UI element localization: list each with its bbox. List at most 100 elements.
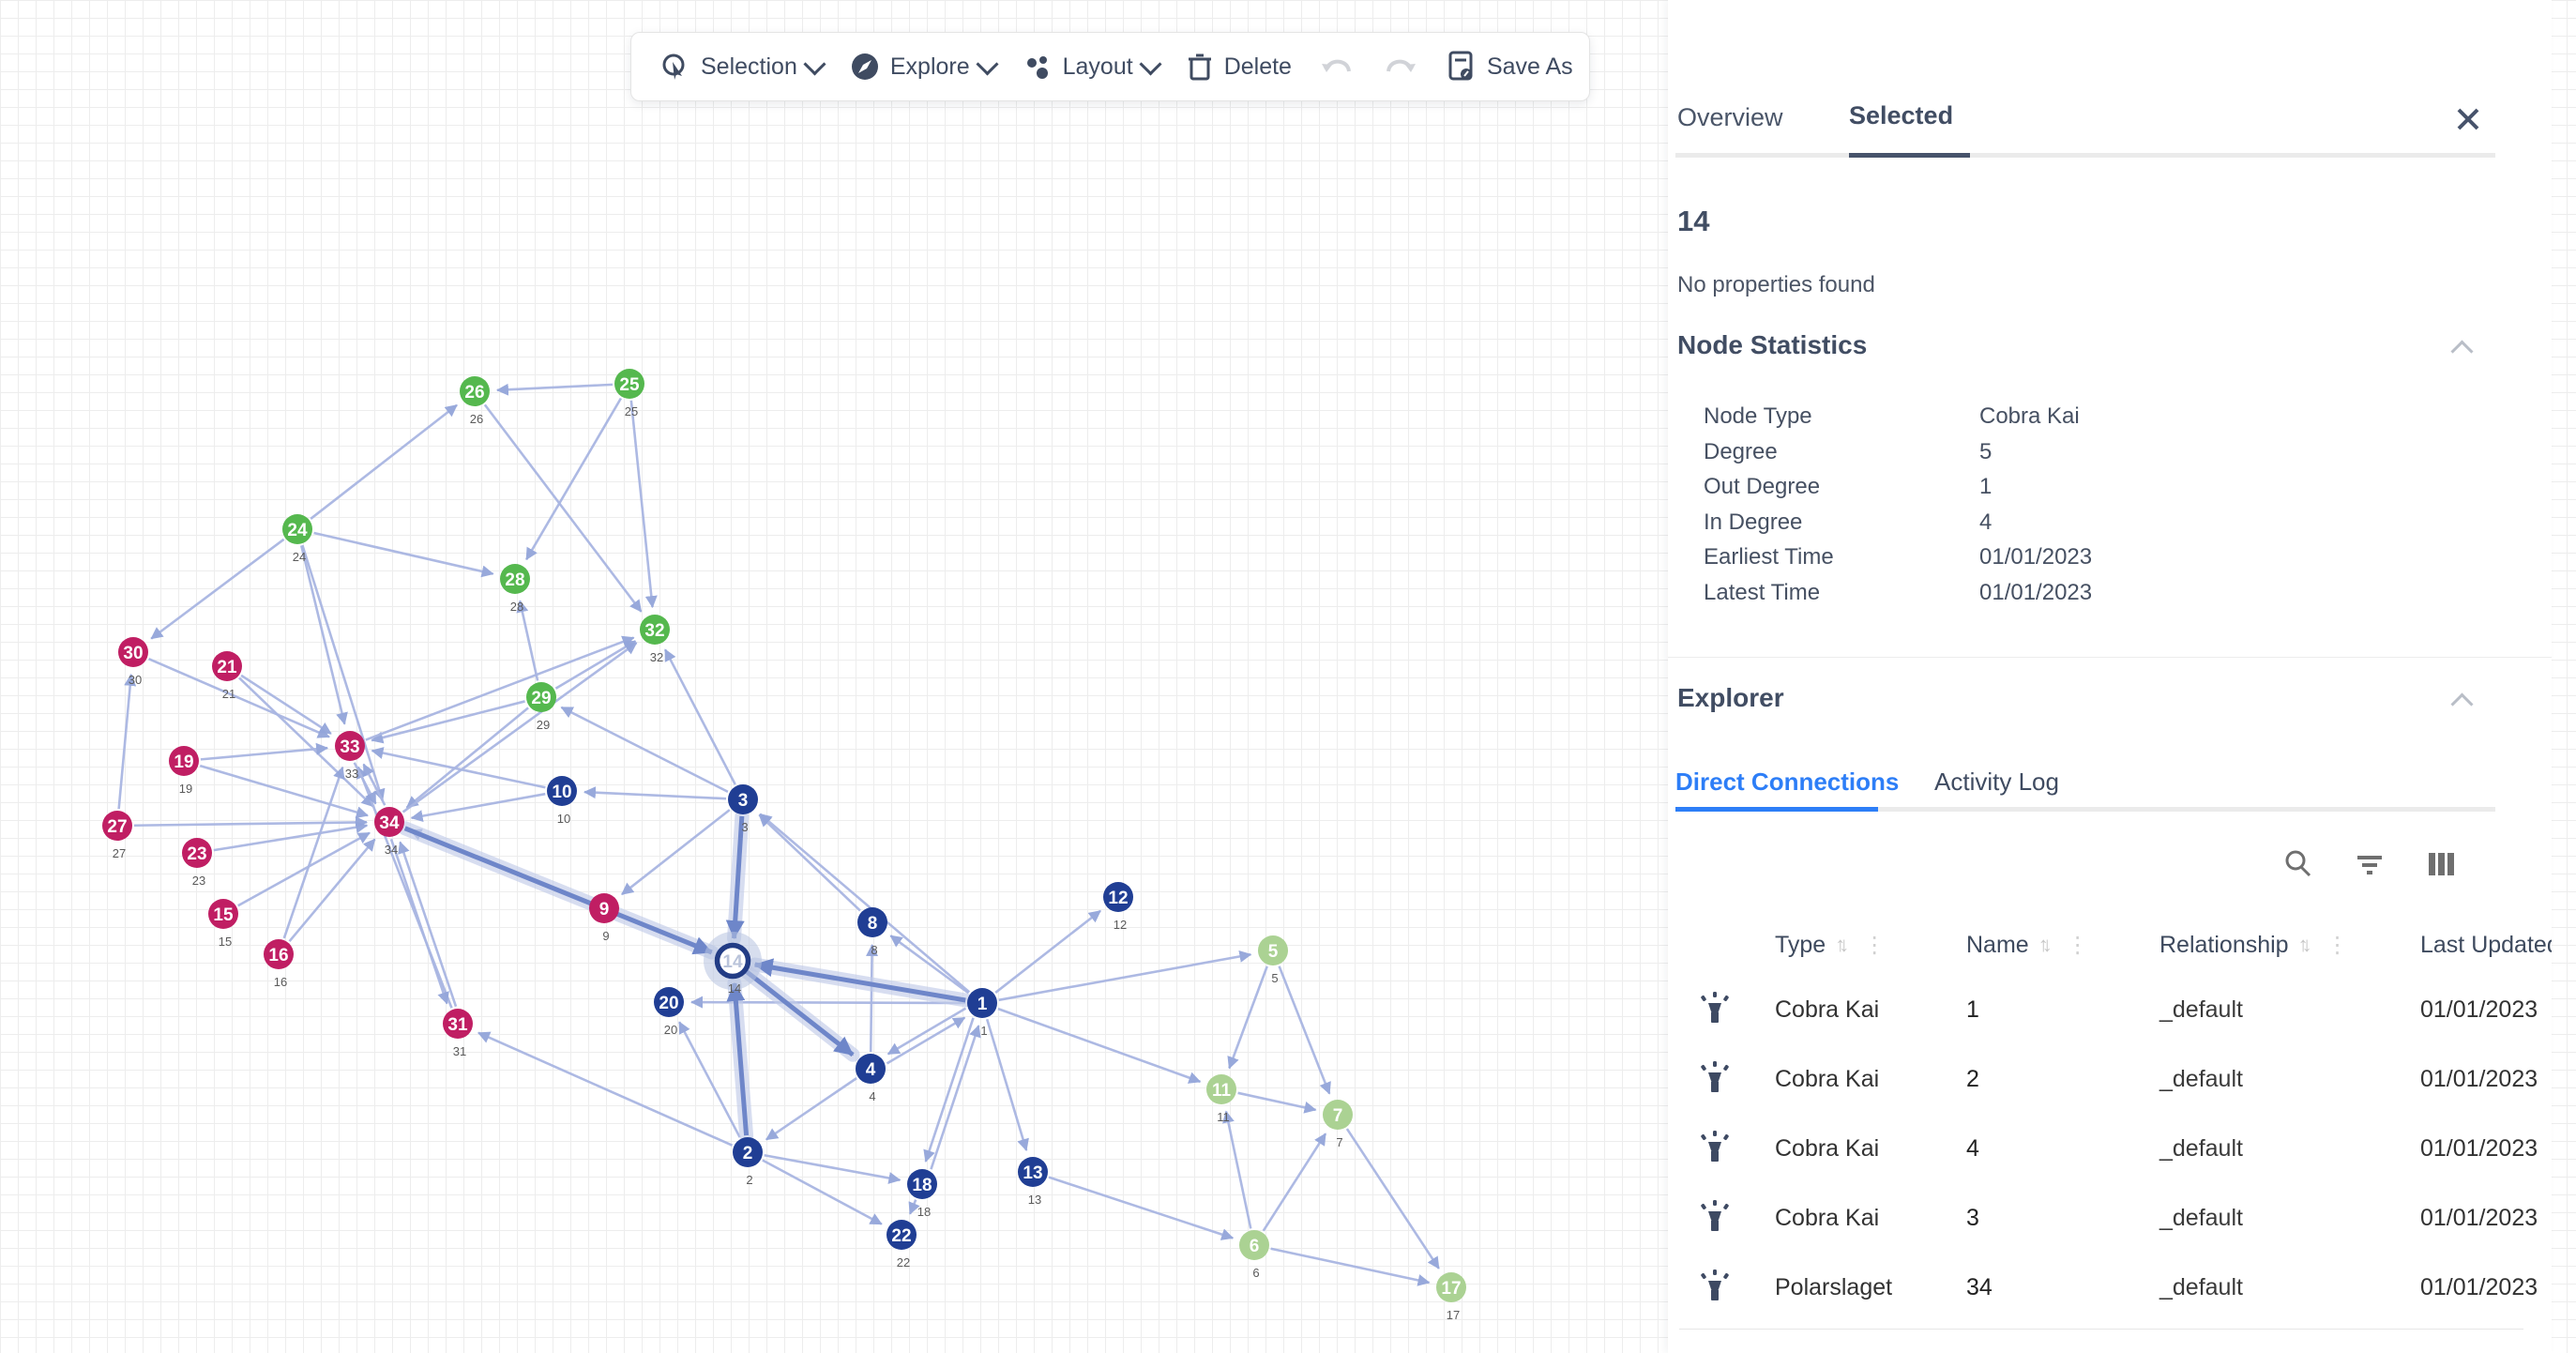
- redo-icon[interactable]: [1382, 51, 1419, 83]
- graph-node-5[interactable]: 55: [1258, 935, 1288, 985]
- table-header-last-updated[interactable]: Last Updated: [2420, 931, 2552, 958]
- table-row[interactable]: Cobra Kai 4 _default 01/01/2023: [1696, 1114, 2552, 1183]
- node-sublabel: 4: [869, 1089, 875, 1103]
- svg-text:18: 18: [912, 1176, 932, 1195]
- tab-selected[interactable]: Selected: [1849, 101, 1954, 129]
- graph-edge: [1227, 965, 1268, 1070]
- cell-last-updated: 01/01/2023: [2420, 1273, 2538, 1300]
- graph-edge: [353, 762, 377, 805]
- stat-value: 4: [1979, 509, 1993, 535]
- stat-label: Out Degree: [1704, 474, 1821, 499]
- graph-node-6[interactable]: 66: [1239, 1230, 1269, 1280]
- cell-relationship: _default: [2159, 1134, 2243, 1162]
- graph-edge: [1237, 1091, 1317, 1114]
- graph-edge: [1048, 1176, 1235, 1240]
- node-sublabel: 13: [1028, 1193, 1041, 1207]
- save-as-button[interactable]: Save As: [1446, 50, 1573, 84]
- graph-edge: [240, 674, 332, 736]
- node-sublabel: 30: [129, 673, 142, 687]
- column-menu-icon[interactable]: ⋮: [1863, 932, 1887, 958]
- sort-icon[interactable]: ↑↓: [2297, 933, 2312, 956]
- table-header-relationship[interactable]: Relationship↑↓⋮: [2159, 931, 2349, 958]
- tab-activity-log[interactable]: Activity Log: [1934, 768, 2059, 796]
- svg-text:32: 32: [644, 621, 664, 641]
- tab-direct-connections[interactable]: Direct Connections: [1675, 768, 1900, 796]
- explore-tool-button[interactable]: Explore: [849, 51, 999, 83]
- graph-node-3[interactable]: 33: [728, 784, 758, 834]
- graph-edge: [629, 400, 658, 609]
- layout-tool-button[interactable]: Layout: [1022, 51, 1162, 83]
- cell-type: Cobra Kai: [1775, 1204, 1880, 1231]
- svg-text:23: 23: [187, 844, 206, 864]
- filter-icon[interactable]: [2353, 847, 2387, 881]
- selection-tool-button[interactable]: Selection: [659, 51, 826, 83]
- node-sublabel: 27: [113, 846, 126, 860]
- graph-node-2[interactable]: 22: [733, 1137, 763, 1187]
- graph-edge: [765, 1077, 857, 1141]
- graph-node-9[interactable]: 99: [589, 893, 619, 943]
- delete-button[interactable]: Delete: [1185, 51, 1292, 83]
- tab-overview[interactable]: Overview: [1677, 103, 1783, 131]
- table-row[interactable]: Polarslaget 34 _default 01/01/2023: [1696, 1253, 2552, 1322]
- table-header-name[interactable]: Name↑↓⋮: [1966, 931, 2089, 958]
- table-row[interactable]: Cobra Kai 2 _default 01/01/2023: [1696, 1044, 2552, 1114]
- graph-edge: [764, 1153, 902, 1184]
- table-row[interactable]: Cobra Kai 3 _default 01/01/2023: [1696, 1183, 2552, 1253]
- columns-icon[interactable]: [2424, 847, 2458, 881]
- table-row[interactable]: Cobra Kai 1 _default 01/01/2023: [1696, 975, 2552, 1044]
- sort-icon[interactable]: ↑↓: [2038, 933, 2053, 956]
- graph-edge: [365, 635, 635, 741]
- graph-edge: [889, 935, 970, 995]
- undo-icon[interactable]: [1318, 51, 1356, 83]
- graph-node-8[interactable]: 88: [857, 907, 887, 957]
- svg-text:12: 12: [1108, 889, 1128, 908]
- graph-node-4[interactable]: 44: [856, 1054, 886, 1103]
- collapse-explorer-icon[interactable]: [2450, 692, 2474, 716]
- table-header-type[interactable]: Type↑↓⋮: [1775, 931, 1887, 958]
- cell-relationship: _default: [2159, 996, 2243, 1023]
- node-type-icon: [1696, 1268, 1775, 1307]
- sort-icon[interactable]: ↑↓: [1835, 933, 1849, 956]
- node-sublabel: 26: [470, 412, 483, 426]
- column-menu-icon[interactable]: ⋮: [2326, 932, 2349, 958]
- search-icon[interactable]: [2281, 847, 2315, 881]
- node-sublabel: 16: [274, 975, 287, 989]
- graph-node-7[interactable]: 77: [1323, 1100, 1353, 1149]
- svg-text:15: 15: [213, 905, 234, 925]
- explorer-tab-underline: [1675, 807, 2495, 812]
- graph-edge: [560, 706, 729, 794]
- graph-edge: [886, 1007, 967, 1056]
- graph-node-1[interactable]: 11: [967, 988, 997, 1038]
- graph-edge: [150, 538, 285, 640]
- collapse-node-statistics-icon[interactable]: [2450, 340, 2474, 363]
- cell-last-updated: 01/01/2023: [2420, 1204, 2538, 1231]
- column-menu-icon[interactable]: ⋮: [2066, 932, 2089, 958]
- graph-edge: [402, 642, 638, 813]
- close-icon[interactable]: [2452, 103, 2484, 140]
